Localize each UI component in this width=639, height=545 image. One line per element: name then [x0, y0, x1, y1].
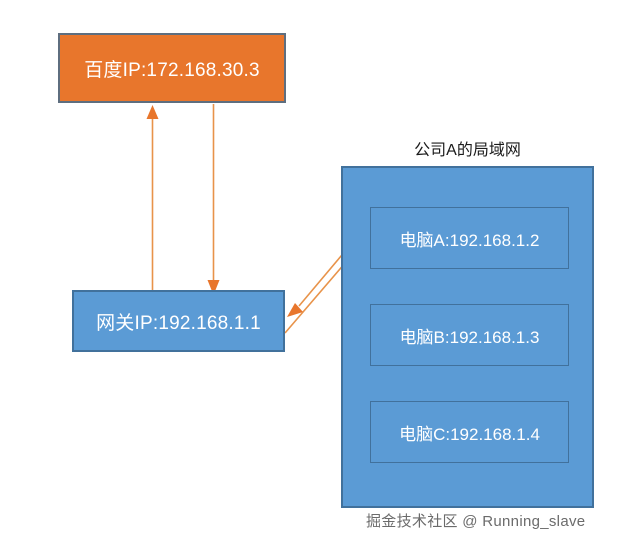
watermark-text: 掘金技术社区 @ Running_slave: [366, 513, 586, 530]
connector-baidu-to-gateway: [207, 104, 220, 295]
node-computer-b[interactable]: 电脑B:192.168.1.3: [370, 304, 569, 366]
node-computer-b-label: 电脑B:192.168.1.3: [399, 327, 540, 347]
node-baidu-label: 百度IP:172.168.30.3: [84, 59, 260, 81]
connector-gateway-to-baidu: [146, 105, 159, 296]
lan-panel-title: 公司A的局域网: [414, 142, 521, 159]
node-computer-c[interactable]: 电脑C:192.168.1.4: [370, 401, 569, 463]
node-gateway[interactable]: 网关IP:192.168.1.1: [72, 290, 285, 352]
lan-panel: 电脑A:192.168.1.2 电脑B:192.168.1.3 电脑C:192.…: [341, 166, 594, 508]
node-computer-a[interactable]: 电脑A:192.168.1.2: [370, 207, 569, 269]
node-baidu-server[interactable]: 百度IP:172.168.30.3: [58, 33, 286, 103]
node-computer-c-label: 电脑C:192.168.1.4: [399, 424, 540, 444]
node-computer-a-label: 电脑A:192.168.1.2: [399, 230, 540, 250]
node-gateway-label: 网关IP:192.168.1.1: [96, 312, 261, 334]
